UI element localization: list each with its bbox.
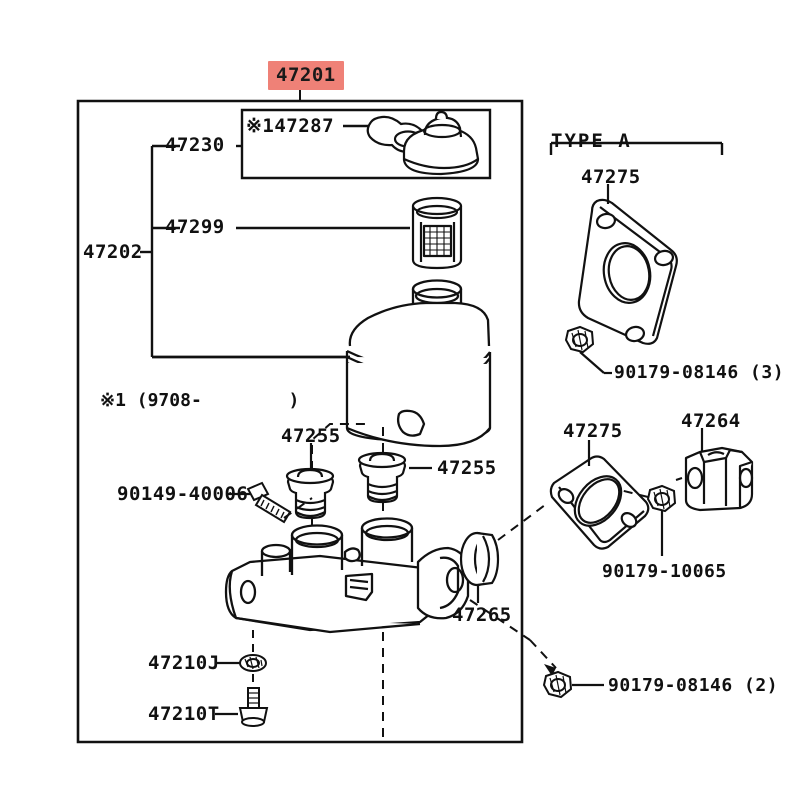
part-90179-08146-3-nut bbox=[564, 325, 595, 354]
page-title: 47201 bbox=[268, 61, 344, 90]
part-90149-40006-screw bbox=[246, 481, 292, 524]
footnote-note: ※1 (9708- ) bbox=[100, 390, 300, 411]
assembly-number-highlight: 47201 bbox=[268, 61, 344, 90]
part-47299-strainer bbox=[411, 196, 463, 270]
label-90179-08146-3: 90179-08146 (3) bbox=[614, 362, 785, 383]
part-47264-bracket bbox=[684, 446, 754, 512]
part-47265-seal-ring bbox=[459, 531, 500, 587]
label-47275-lower: 47275 bbox=[563, 420, 623, 442]
label-47255-left: 47255 bbox=[281, 425, 341, 447]
part-47255-grommet-right bbox=[357, 451, 407, 504]
label-147287: ※147287 bbox=[246, 115, 335, 137]
dash-90149-40006 bbox=[283, 497, 313, 519]
type-a-section-label: TYPE A bbox=[551, 130, 632, 152]
label-90179-10065: 90179-10065 bbox=[602, 561, 727, 582]
label-47210T: 47210T bbox=[148, 703, 220, 725]
part-90179-08146-2-nut bbox=[542, 670, 573, 699]
label-47299: 47299 bbox=[165, 216, 225, 238]
bracket-47230-box bbox=[236, 108, 492, 180]
part-47210J-nut bbox=[239, 654, 267, 672]
main-frame bbox=[76, 99, 524, 744]
label-47210J: 47210J bbox=[148, 652, 220, 674]
part-47275-gasket-triangular bbox=[577, 198, 678, 345]
label-47255-right: 47255 bbox=[437, 457, 497, 479]
part-master-cylinder-body bbox=[224, 517, 470, 634]
dash-right-assembly bbox=[469, 477, 683, 669]
part-47202-reservoir-tank bbox=[345, 279, 492, 448]
leader-90179-08146-3 bbox=[579, 351, 612, 375]
label-47265: 47265 bbox=[452, 604, 512, 626]
part-90179-10065-nut bbox=[646, 484, 677, 513]
type-a-bracket bbox=[549, 141, 724, 155]
part-47210T-bolt bbox=[238, 687, 269, 727]
label-47202: 47202 bbox=[83, 241, 143, 263]
label-47275-type-a: 47275 bbox=[581, 166, 641, 188]
label-47264: 47264 bbox=[681, 410, 741, 432]
label-90179-08146-2: 90179-08146 (2) bbox=[608, 675, 779, 696]
part-47230-reservoir-cap bbox=[402, 110, 480, 176]
part-47255-grommet-left bbox=[285, 467, 335, 520]
label-90149-40006: 90149-40006 bbox=[117, 483, 249, 505]
label-47230: 47230 bbox=[165, 134, 225, 156]
part-47275-gasket-oval bbox=[549, 455, 650, 550]
